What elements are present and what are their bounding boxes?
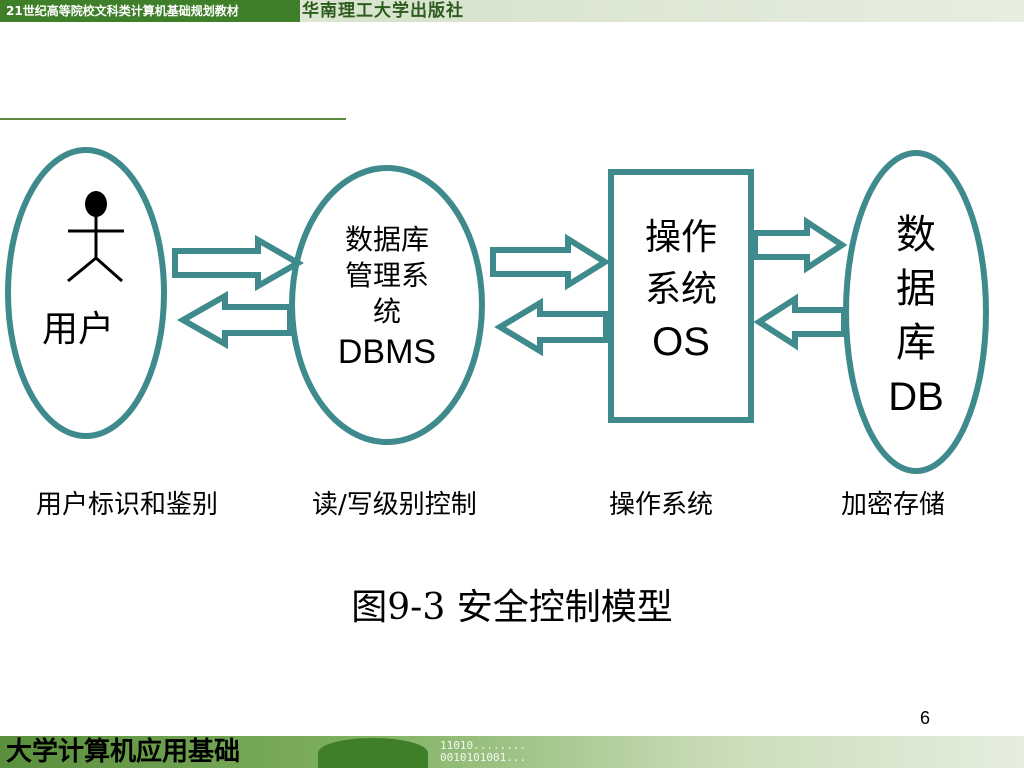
arrow-os-to-db bbox=[752, 216, 848, 274]
arrow-dbms-to-os bbox=[490, 233, 611, 291]
db-char-2: 据 bbox=[896, 266, 936, 312]
dbms-label: 数据库 管理系 统 DBMS bbox=[317, 222, 457, 374]
caption-encrypted-storage: 加密存储 bbox=[841, 490, 946, 520]
db-char-3: 库 bbox=[896, 320, 936, 366]
footer-bar bbox=[0, 736, 1024, 768]
arrow-dbms-to-user bbox=[176, 290, 293, 350]
arrow-db-to-os bbox=[753, 293, 847, 351]
os-line-2: 系统 bbox=[644, 269, 717, 310]
caption-rw-control: 读/写级别控制 bbox=[312, 490, 477, 520]
footer-title: 大学计算机应用基础 bbox=[6, 737, 241, 767]
page-number: 6 bbox=[920, 708, 931, 728]
series-title: 21世纪高等院校文科类计算机基础规划教材 bbox=[0, 0, 300, 22]
user-ellipse bbox=[5, 147, 167, 439]
security-control-diagram bbox=[5, 147, 989, 474]
dbms-line-1: 数据库 bbox=[344, 223, 429, 256]
user-figure-icon bbox=[67, 191, 124, 283]
db-char-1: 数 bbox=[896, 212, 936, 258]
os-box bbox=[608, 169, 754, 423]
db-abbr: DB bbox=[888, 375, 944, 419]
footer-code-line-2: 0010101001... bbox=[440, 751, 527, 764]
dbms-line-3: 统 bbox=[372, 295, 401, 328]
figure-title: 图9-3 安全控制模型 bbox=[351, 587, 673, 628]
db-label: 数 据 库 DB bbox=[866, 208, 966, 424]
dbms-line-2: 管理系 bbox=[344, 259, 429, 292]
os-label: 操作 系统 OS bbox=[611, 212, 751, 368]
os-line-1: 操作 bbox=[644, 217, 717, 258]
arrow-user-to-dbms bbox=[172, 234, 305, 292]
caption-os: 操作系统 bbox=[609, 490, 714, 520]
dbms-abbr: DBMS bbox=[337, 333, 437, 371]
footer-binary-text: 11010........ 0010101001... bbox=[440, 740, 526, 764]
header-rule bbox=[0, 118, 346, 120]
footer-logo bbox=[318, 738, 428, 768]
user-label: 用户 bbox=[41, 309, 114, 350]
arrow-os-to-dbms bbox=[494, 297, 609, 357]
footer-code-line-1: 11010........ bbox=[440, 739, 527, 752]
publisher-name: 华南理工大学出版社 bbox=[302, 1, 464, 21]
os-abbr: OS bbox=[652, 320, 710, 364]
caption-user-auth: 用户标识和鉴别 bbox=[36, 490, 219, 520]
